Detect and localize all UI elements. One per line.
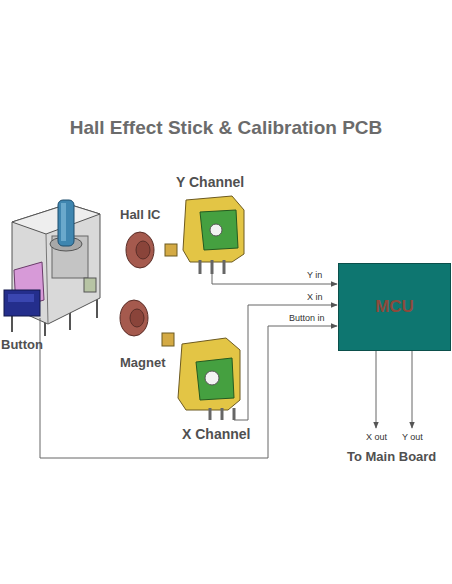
hall-ic xyxy=(120,300,148,336)
x-channel-parts xyxy=(120,300,240,420)
y-out-wire xyxy=(412,351,413,428)
button-wire xyxy=(40,318,337,458)
part-name: To Main Board xyxy=(347,450,436,463)
x-channel-pcb xyxy=(196,358,234,400)
hall-ic-face xyxy=(136,241,150,259)
stick-highlight xyxy=(61,203,66,241)
y-channel-pin xyxy=(223,260,226,274)
diagram-title: Hall Effect Stick & Calibration PCB xyxy=(0,117,452,139)
signal-name: X out xyxy=(366,433,387,442)
joystick-module xyxy=(4,200,100,336)
y-channel-pcb xyxy=(200,210,238,250)
hall-ic xyxy=(126,232,154,268)
x-channel-pin xyxy=(209,408,212,420)
housing-edge xyxy=(46,234,48,324)
signal-name: Y in xyxy=(307,271,322,280)
part-name: Hall IC xyxy=(120,208,160,221)
part-name: X Channel xyxy=(182,427,250,441)
part-name: Magnet xyxy=(120,356,166,369)
housing-top xyxy=(12,204,100,234)
y-channel-pin xyxy=(199,260,202,274)
x-channel-sensor xyxy=(205,371,219,385)
magnet xyxy=(162,333,174,346)
y-channel-housing xyxy=(183,196,244,262)
process-box: MCU xyxy=(338,263,451,351)
signal-name: X in xyxy=(307,293,323,302)
module-leg xyxy=(96,298,98,318)
x-channel-housing xyxy=(178,338,240,410)
x-wire xyxy=(234,305,337,420)
part-name: Y Channel xyxy=(176,175,244,189)
y-channel-pin xyxy=(211,260,214,274)
signal-name: Button in xyxy=(289,314,325,323)
part-name: Button xyxy=(1,338,43,351)
button-highlight xyxy=(8,294,34,302)
side-part xyxy=(84,278,96,292)
module-leg xyxy=(69,312,71,330)
x-channel-pin xyxy=(233,408,236,420)
box-label: MCU xyxy=(375,297,414,317)
magnet xyxy=(165,244,177,256)
stick-shaft xyxy=(58,200,74,246)
y-channel-sensor xyxy=(210,224,222,236)
push-button xyxy=(4,290,40,316)
signal-name: Y out xyxy=(402,433,423,442)
hall-ic-face xyxy=(130,309,144,327)
x-out-wire xyxy=(376,351,377,428)
x-channel-pin xyxy=(221,408,224,420)
